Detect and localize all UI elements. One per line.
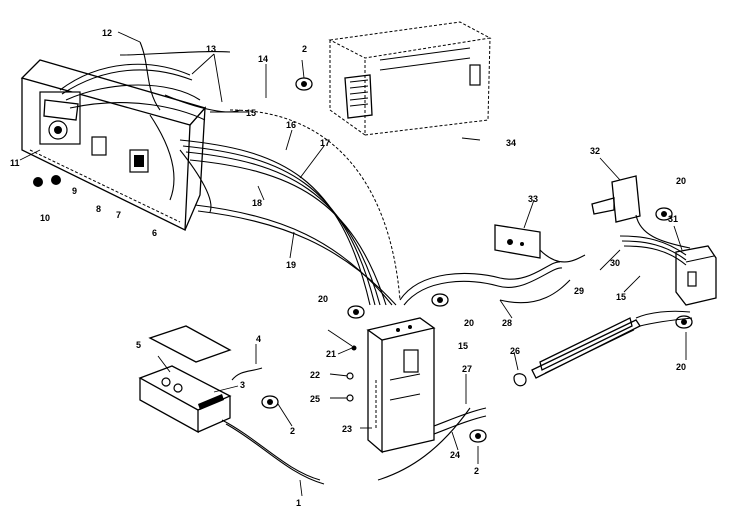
callout-32: 32 bbox=[590, 146, 600, 156]
terminal-board bbox=[494, 224, 586, 263]
callout-15-top: 15 bbox=[246, 108, 256, 118]
callout-30: 30 bbox=[610, 258, 620, 268]
callout-3: 3 bbox=[240, 380, 245, 390]
right-terminal-box bbox=[675, 245, 717, 306]
callout-7: 7 bbox=[116, 210, 121, 220]
callout-22: 25 bbox=[310, 394, 320, 404]
callout-23: 23 bbox=[342, 424, 352, 434]
knobs-10 bbox=[33, 175, 61, 187]
grommets-20 bbox=[347, 207, 693, 329]
leader-lines bbox=[19, 31, 687, 497]
callout-20-bottom-right: 20 bbox=[676, 362, 686, 372]
callout-27: 26 bbox=[510, 346, 520, 356]
callout-6: 6 bbox=[152, 228, 157, 238]
chassis-housing bbox=[328, 21, 492, 136]
callout-33: 33 bbox=[528, 194, 538, 204]
callout-11: 11 bbox=[10, 158, 20, 168]
power-plug bbox=[591, 175, 691, 249]
callout-17: 17 bbox=[320, 138, 330, 148]
callout-29: 29 bbox=[574, 286, 584, 296]
callout-31: 31 bbox=[668, 214, 678, 224]
main-wire-loom bbox=[179, 109, 401, 306]
junction-box bbox=[366, 317, 436, 454]
callout-8: 8 bbox=[96, 204, 101, 214]
bushings-2 bbox=[261, 395, 487, 443]
callout-15-right: 15 bbox=[616, 292, 626, 302]
callout-13: 13 bbox=[206, 44, 216, 54]
callout-21: 21 bbox=[326, 349, 336, 359]
callout-20-mid-left: 20 bbox=[318, 294, 328, 304]
callout-2-lower-left: 2 bbox=[290, 426, 295, 436]
callout-25: 27 bbox=[462, 364, 472, 374]
callout-2-top: 2 bbox=[302, 44, 307, 54]
cover-plate bbox=[148, 325, 232, 363]
junction-feed-wires bbox=[399, 261, 571, 306]
callout-12: 12 bbox=[102, 28, 112, 38]
terminal-block-box bbox=[138, 365, 232, 434]
callout-4: 4 bbox=[256, 334, 261, 344]
callout-26: 15 bbox=[458, 341, 468, 351]
callout-1: 1 bbox=[296, 498, 301, 508]
callout-2-bottom: 2 bbox=[474, 466, 479, 476]
callout-24: 24 bbox=[450, 450, 460, 460]
grommet-top bbox=[295, 77, 313, 91]
small-hardware bbox=[327, 329, 357, 402]
callout-18: 18 bbox=[252, 198, 262, 208]
callout-15-lower: 22 bbox=[310, 370, 320, 380]
right-wire-loom bbox=[619, 235, 687, 266]
callout-16: 16 bbox=[286, 120, 296, 130]
control-panel-assembly bbox=[20, 59, 207, 232]
callout-9: 9 bbox=[72, 186, 77, 196]
callout-20-mid: 20 bbox=[464, 318, 474, 328]
callout-34: 34 bbox=[506, 138, 516, 148]
callout-14: 14 bbox=[258, 54, 268, 64]
callout-19: 19 bbox=[286, 260, 296, 270]
callout-5: 5 bbox=[136, 340, 141, 350]
callout-20-top-right: 20 bbox=[676, 176, 686, 186]
callout-labels: 12 13 14 2 15 16 17 34 11 10 9 8 7 6 18 … bbox=[10, 28, 686, 508]
panel-wire-harness bbox=[59, 41, 241, 213]
callout-28: 28 bbox=[502, 318, 512, 328]
heating-element bbox=[513, 310, 693, 387]
callout-10: 10 bbox=[40, 213, 50, 223]
bottom-wires bbox=[221, 367, 487, 485]
